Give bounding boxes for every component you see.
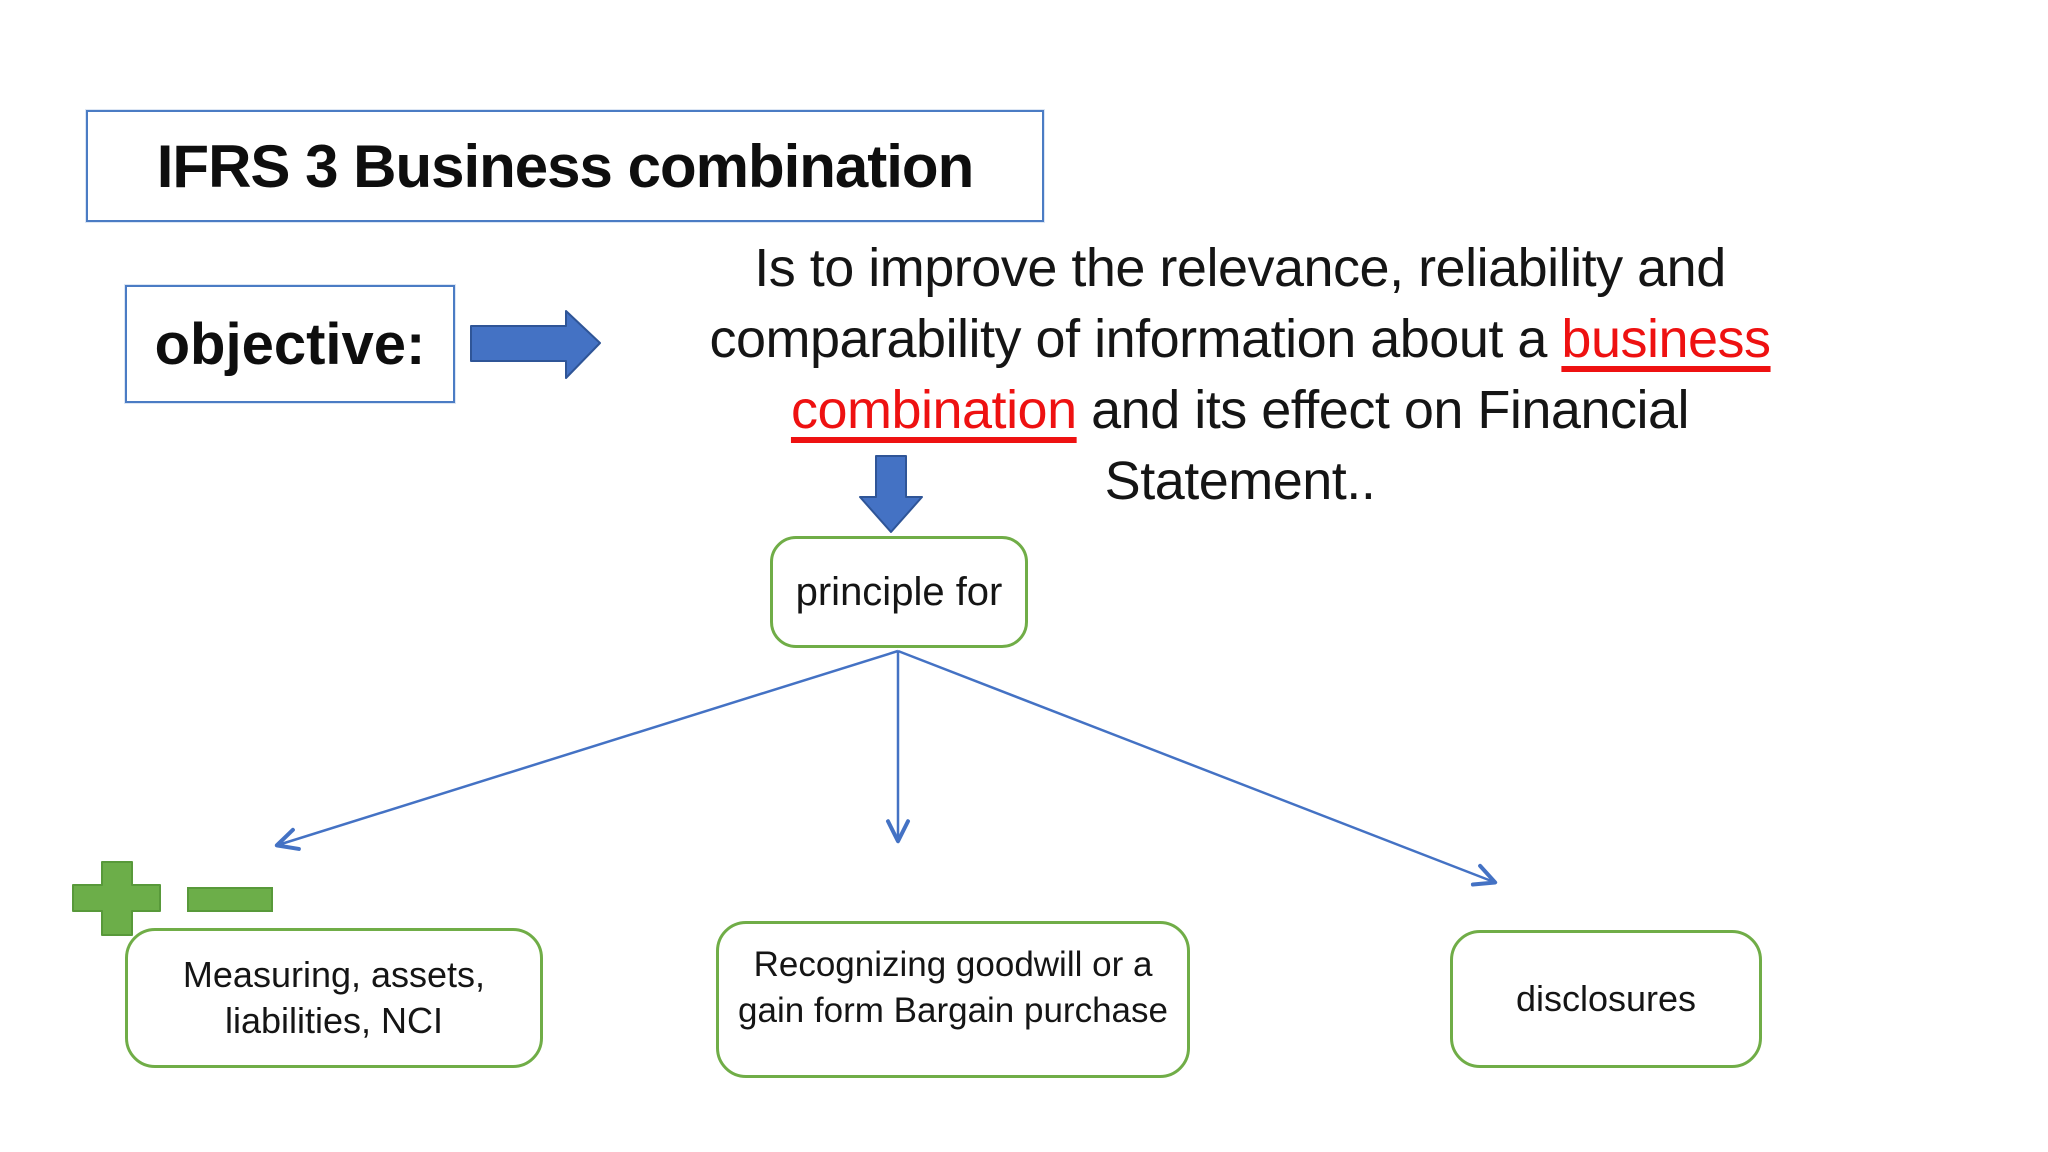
page-title: IFRS 3 Business combination (156, 132, 974, 200)
arrow-right-icon (470, 310, 601, 379)
paragraph-line-3-black: and its effect on Financial (1076, 380, 1690, 440)
title-box: IFRS 3 Business combination (86, 110, 1044, 222)
combination-term: combination (790, 380, 1077, 440)
branch-arrow-left (274, 649, 899, 851)
disclosures-box: disclosures (1450, 930, 1762, 1068)
disclosures-label: disclosures (1515, 978, 1697, 1019)
measuring-box: Measuring, assets, liabilities, NCI (125, 928, 543, 1068)
recognizing-line-1: Recognizing goodwill or a (753, 945, 1153, 984)
business-term: business (1561, 309, 1771, 369)
paragraph-line-3: combination and its effect on Financial (610, 375, 1870, 446)
recognizing-line-2: gain form Bargain purchase (738, 991, 1168, 1030)
recognizing-box: Recognizing goodwill or a gain form Barg… (716, 921, 1190, 1078)
paragraph-line-2: comparability of information about a bus… (610, 304, 1870, 375)
branch-arrow-right (897, 649, 1498, 887)
principle-box: principle for (770, 536, 1028, 648)
paragraph-line-4: Statement.. (1104, 451, 1376, 511)
measuring-line-2: liabilities, NCI (224, 1000, 444, 1041)
plus-minus-icons (72, 861, 273, 936)
principle-label: principle for (795, 569, 1003, 614)
objective-box: objective: (125, 285, 455, 403)
objective-label: objective: (154, 311, 426, 377)
paragraph-line-1: Is to improve the relevance, reliability… (754, 238, 1726, 298)
plus-icon (72, 861, 161, 936)
paragraph-line-2-black: comparability of information about a (709, 309, 1562, 369)
minus-icon (187, 887, 273, 912)
objective-paragraph: Is to improve the relevance, reliability… (610, 233, 1870, 517)
arrow-down-icon (859, 455, 923, 533)
measuring-line-1: Measuring, assets, (182, 954, 486, 995)
